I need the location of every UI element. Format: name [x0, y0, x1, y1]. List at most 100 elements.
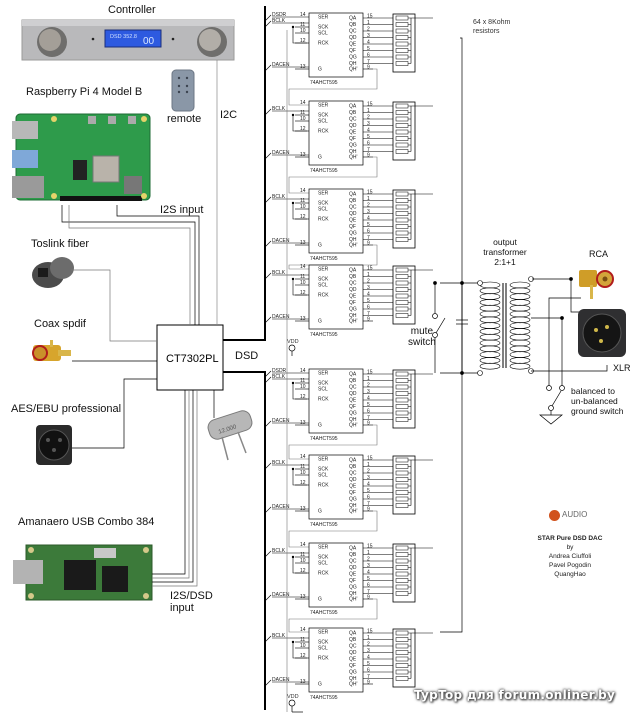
resistor: [395, 300, 409, 305]
resistor: [395, 22, 409, 27]
pin-number: 3: [367, 33, 370, 39]
pin-number: 11: [300, 552, 305, 558]
pin-number: 14: [300, 627, 306, 633]
ct7302pl-chip: [156, 324, 224, 391]
pin-name: QD: [349, 565, 357, 571]
resistors-line2: resistors: [473, 28, 500, 35]
resistor: [395, 274, 409, 279]
pin-number: 4: [367, 40, 370, 46]
pin-name: QE: [349, 484, 357, 490]
resistor: [395, 503, 409, 508]
vdd-label-1: VDD: [287, 339, 299, 345]
transformer-line2: transformer: [483, 247, 527, 257]
pin-name: QD: [349, 287, 357, 293]
pin-number: 5: [367, 661, 370, 667]
primary-coil-turn: [479, 299, 501, 306]
resistor: [395, 650, 409, 655]
author-2: Pavel Pogodin: [549, 562, 591, 569]
pin-name: QF: [349, 300, 356, 306]
bus-signal-label: BCLK: [272, 548, 286, 554]
winding-terminal: [477, 280, 483, 286]
pin-name: QB: [349, 464, 357, 470]
secondary-coil-turn: [509, 339, 531, 347]
pin-name: QG: [349, 143, 357, 149]
pin-number: 7: [367, 147, 370, 153]
resistor: [395, 384, 409, 390]
primary-coil-turn: [479, 351, 501, 358]
pin-number: 3: [367, 563, 370, 569]
pin-name: G: [318, 682, 322, 688]
pin-number: 6: [367, 668, 370, 674]
resistor: [395, 378, 409, 383]
pin-name: QF: [349, 48, 356, 54]
secondary-coil-turn: [509, 281, 531, 289]
pin-name: QB: [349, 198, 357, 204]
resistor: [395, 280, 409, 286]
pin-name: QH': [349, 67, 358, 73]
secondary-coil-turn: [509, 316, 531, 324]
pin-name: QG: [349, 411, 357, 417]
bus-signal-label: BCLK: [272, 270, 286, 276]
pin-number: 13: [300, 420, 306, 426]
resistor: [395, 457, 409, 463]
pin-number: 10: [300, 643, 306, 649]
connector-wiring: [531, 277, 608, 425]
pin-number: 2: [367, 203, 370, 209]
shift-register-chip: [308, 264, 364, 330]
bus-signal-label: DACEN: [272, 504, 290, 510]
svg-text:DSD 352.8: DSD 352.8: [110, 34, 137, 40]
pin-name: QE: [349, 657, 357, 663]
pin-number: 14: [300, 188, 306, 194]
mute-line1: mute: [410, 326, 434, 337]
pin-name: QH: [349, 237, 357, 243]
pin-name: QF: [349, 663, 356, 669]
resistor: [395, 149, 409, 154]
pin-name: QG: [349, 231, 357, 237]
pin-number: 3: [367, 285, 370, 291]
pin-name: QC: [349, 559, 357, 565]
shift-register-chip: [308, 454, 364, 520]
pin-name: SCK: [318, 201, 329, 207]
pin-name: QA: [349, 268, 357, 274]
pin-name: QB: [349, 110, 357, 116]
pin-number: 4: [367, 482, 370, 488]
clock-tie-wire: [292, 27, 307, 44]
pin-number: 2: [367, 27, 370, 33]
pin-number: 9: [367, 153, 370, 159]
junction-dot: [291, 113, 295, 117]
remote-control-image: [171, 69, 195, 112]
pin-number: 6: [367, 495, 370, 501]
brand-name: AUDIO: [562, 510, 588, 519]
pin-number: 7: [367, 501, 370, 507]
pin-name: QE: [349, 42, 357, 48]
bus-tap-line: [264, 420, 272, 428]
pin-name: SCK: [318, 381, 329, 387]
pin-number: 6: [367, 583, 370, 589]
chip-part-label: 74AHCT595: [310, 436, 338, 442]
resistor: [395, 267, 409, 273]
transformer-line1: output: [493, 237, 517, 247]
pin-number: 5: [367, 134, 370, 140]
toslink-label: Toslink fiber: [31, 238, 90, 250]
bus-tap-line: [264, 370, 272, 378]
pin-number: 13: [300, 152, 306, 158]
resistor: [395, 230, 409, 236]
clock-tie-wire: [292, 642, 307, 659]
resistor: [395, 552, 409, 557]
raspberry-pi-board-image: [12, 113, 151, 201]
pin-number: 5: [367, 488, 370, 494]
resistor: [395, 35, 409, 40]
pin-name: SER: [318, 267, 329, 273]
pin-name: G: [318, 67, 322, 73]
resistor: [395, 410, 409, 416]
pin-number: 13: [300, 240, 306, 246]
resistor: [395, 313, 409, 318]
pin-name: SCL: [318, 283, 328, 289]
pin-name: QH: [349, 676, 357, 682]
pin-number: 4: [367, 292, 370, 298]
resistor: [395, 656, 409, 662]
resistor: [395, 637, 409, 642]
primary-coil-turn: [479, 293, 501, 300]
